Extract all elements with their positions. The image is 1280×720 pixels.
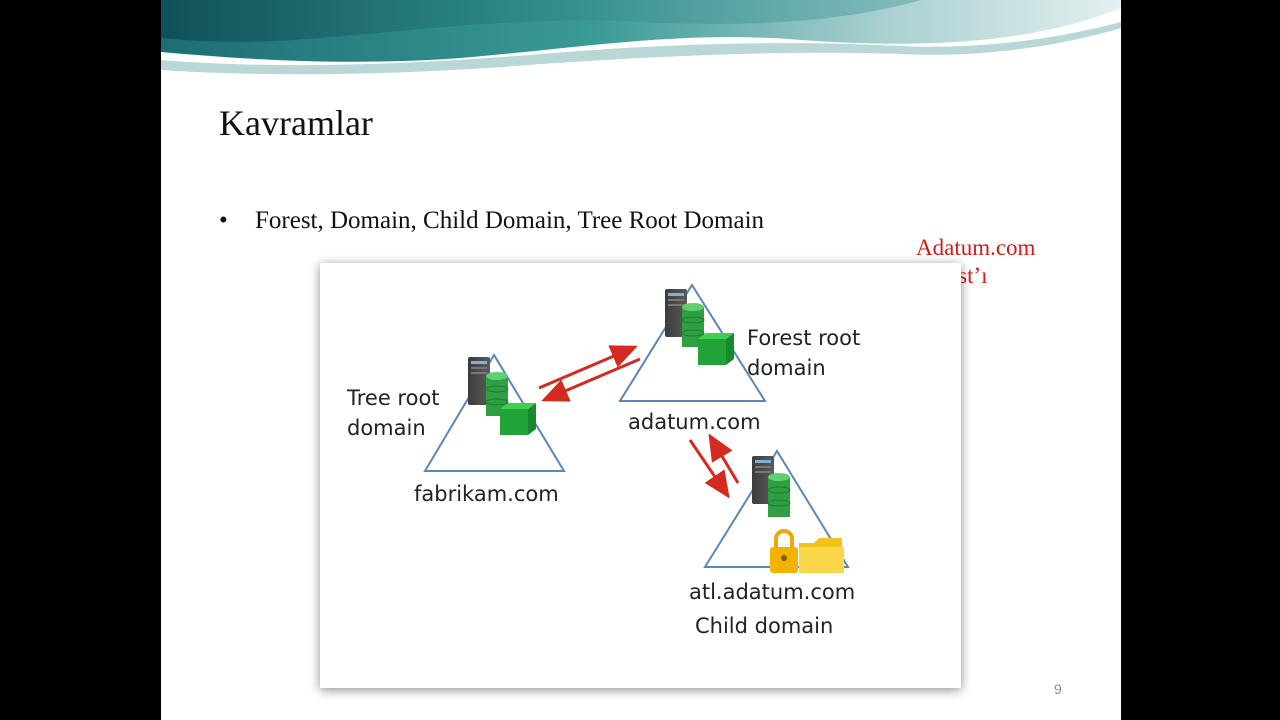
folder-icon <box>799 538 844 573</box>
annotation-line-1: Adatum.com <box>916 235 1036 260</box>
diagram-canvas <box>423 283 850 573</box>
bullet-text: Forest, Domain, Child Domain, Tree Root … <box>255 207 765 234</box>
header-wave-banner <box>161 0 1121 80</box>
forest-root-role-line2: domain <box>747 356 826 380</box>
trust-arrow-to-child <box>688 439 730 499</box>
trust-arrow-to-forest-from-child <box>708 433 740 484</box>
slide: Kavramlar • Forest, Domain, Child Domain,… <box>161 0 1121 720</box>
forest-diagram: Forest root domain adatum.com Tree root … <box>320 263 961 688</box>
database-icon <box>681 303 705 347</box>
server-icon <box>468 357 490 405</box>
tree-root-name: fabrikam.com <box>414 482 559 506</box>
lock-icon <box>770 529 798 573</box>
domain-cube-icon <box>500 403 536 435</box>
domain-cube-icon <box>698 333 734 365</box>
server-icon <box>665 289 687 337</box>
bullet-list-item: • Forest, Domain, Child Domain, Tree Root… <box>219 207 764 235</box>
trust-arrow-to-tree-root <box>541 357 641 402</box>
forest-root-name: adatum.com <box>628 410 761 434</box>
forest-root-role-line1: Forest root <box>747 326 861 350</box>
tree-root-role-line2: domain <box>347 416 426 440</box>
page-number: 9 <box>1054 681 1062 697</box>
database-icon <box>767 473 791 517</box>
tree-root-role-line1: Tree root <box>347 386 440 410</box>
database-icon <box>485 372 509 416</box>
child-domain-role: Child domain <box>695 614 834 638</box>
slide-title: Kavramlar <box>219 103 373 143</box>
bullet-dot-icon: • <box>219 207 228 234</box>
child-domain-name: atl.adatum.com <box>689 580 856 604</box>
